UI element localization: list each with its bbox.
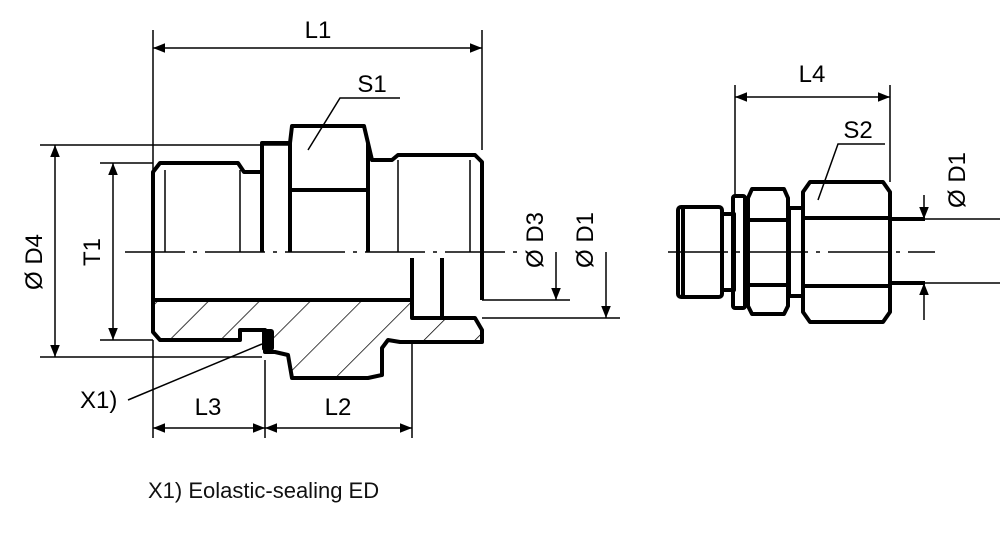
upper-outline: [151, 124, 484, 300]
dim-L2: L2: [325, 394, 352, 421]
dim-L1: L1: [305, 17, 332, 44]
section-hatch: [153, 300, 482, 378]
right-dimensions: L4 S2 Ø D1: [734, 61, 1000, 320]
section-outline: [151, 298, 484, 380]
dim-D4: Ø D4: [21, 234, 48, 290]
dim-D1-left: Ø D1: [572, 212, 599, 268]
side-view: [668, 180, 935, 324]
dim-D1-right: Ø D1: [944, 152, 971, 208]
dim-L4: L4: [799, 61, 826, 88]
caption: X1) Eolastic-sealing ED: [148, 478, 379, 503]
dim-S2: S2: [843, 117, 872, 144]
dim-S1: S1: [357, 71, 386, 98]
elastic-seal: [262, 329, 274, 351]
label-X1: X1): [80, 387, 117, 414]
seal-washer: [731, 194, 747, 310]
nut-hex: [801, 180, 892, 324]
dim-D3: Ø D3: [522, 212, 549, 268]
body-hex: [746, 187, 790, 316]
dim-L3: L3: [195, 394, 222, 421]
left-dimensions: L1 S1 Ø D4 T1 Ø D3 Ø D1 X1) L3 L2: [21, 17, 620, 438]
dim-T1: T1: [79, 238, 106, 266]
section-view: [125, 124, 520, 380]
